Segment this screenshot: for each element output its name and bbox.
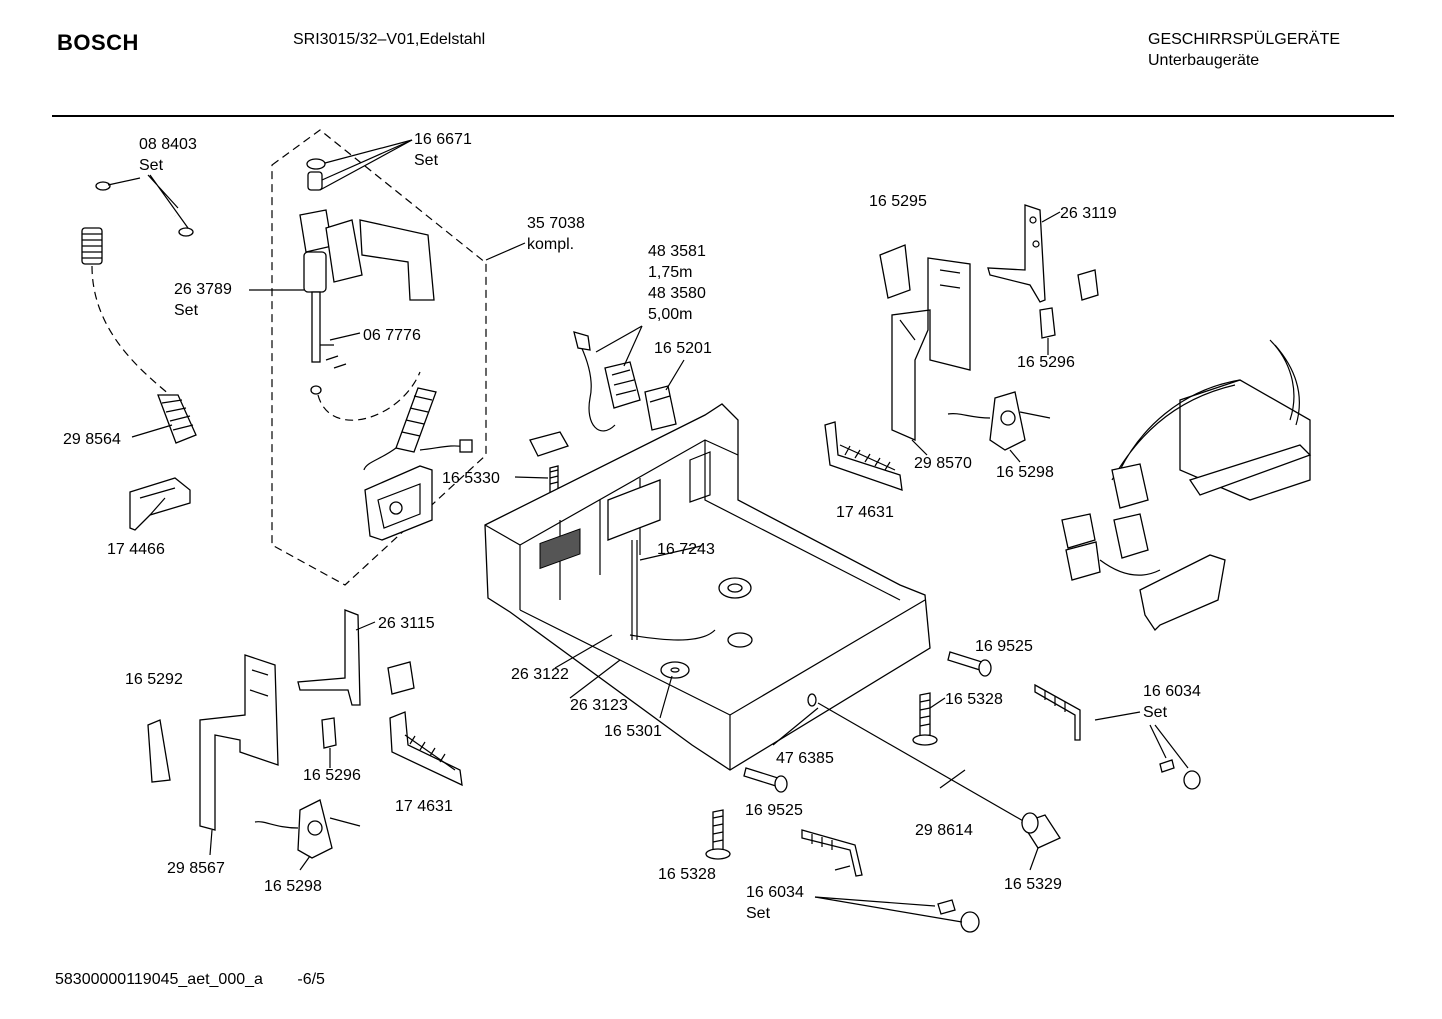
part-label-483580-length: 5,00m <box>648 306 692 323</box>
header-divider <box>52 115 1394 117</box>
wiring-harness-part[interactable] <box>1061 339 1312 632</box>
part-label-088403-set: Set <box>139 157 164 174</box>
adjuster-set-part[interactable] <box>801 829 980 933</box>
part-label-165328-right: 16 5328 <box>945 691 1003 708</box>
part-label-165298-top: 16 5298 <box>996 464 1054 481</box>
aquastop-housing-part[interactable] <box>364 465 433 541</box>
valve-assembly-part[interactable] <box>299 158 435 395</box>
sensor-part[interactable] <box>644 359 685 431</box>
part-label-298567: 29 8567 <box>167 860 225 877</box>
bolt-part[interactable] <box>743 767 788 793</box>
part-label-298570: 29 8570 <box>914 455 972 472</box>
bracket-part[interactable] <box>129 477 191 531</box>
part-label-298614: 29 8614 <box>915 822 973 839</box>
part-label-174631-bottom: 17 4631 <box>395 798 453 815</box>
part-label-165298-bottom: 16 5298 <box>264 878 322 895</box>
latch-bracket-part[interactable] <box>297 609 415 768</box>
part-label-166034-bottom-set: Set <box>746 905 771 922</box>
part-label-174631-top: 17 4631 <box>836 504 894 521</box>
adjuster-set-part[interactable] <box>1034 683 1201 790</box>
leveling-foot-part[interactable] <box>705 809 731 860</box>
part-label-165296-bottom: 16 5296 <box>303 767 361 784</box>
part-label-166034-right-set: Set <box>1143 704 1168 721</box>
part-label-263115: 26 3115 <box>378 615 435 632</box>
part-label-476385: 47 6385 <box>776 750 834 767</box>
part-label-165292: 16 5292 <box>125 671 183 688</box>
bolt-part[interactable] <box>947 651 992 677</box>
spring-bracket-part[interactable] <box>824 421 903 491</box>
brand-logo: BOSCH <box>57 30 139 55</box>
part-label-483581: 48 3581 <box>648 243 706 260</box>
part-label-169525-right: 16 9525 <box>975 638 1033 655</box>
model-number: SRI3015/32–V01,Edelstahl <box>293 31 486 48</box>
part-label-165201: 16 5201 <box>654 340 712 357</box>
part-label-357038-kompl: kompl. <box>527 236 574 253</box>
assembly-boundary <box>271 129 487 586</box>
part-label-263119: 26 3119 <box>1060 205 1117 222</box>
part-label-263122: 26 3122 <box>511 666 569 683</box>
part-label-174466: 17 4466 <box>107 541 165 558</box>
part-label-165296-top: 16 5296 <box>1017 354 1075 371</box>
micro-switch-part[interactable] <box>254 799 361 871</box>
part-label-263789: 26 3789 <box>174 281 232 298</box>
part-label-169525-bottom: 16 9525 <box>745 802 803 819</box>
end-cap-part[interactable] <box>1021 812 1061 871</box>
part-label-166034-bottom: 16 6034 <box>746 884 804 901</box>
hose-segment-part[interactable] <box>95 174 194 237</box>
part-label-067776: 06 7776 <box>363 327 421 344</box>
rod-part[interactable] <box>772 702 1026 823</box>
micro-switch-part[interactable] <box>947 391 1051 463</box>
part-label-165330: 16 5330 <box>442 470 500 487</box>
part-label-166671-set: Set <box>414 152 439 169</box>
category-subtitle: Unterbaugeräte <box>1148 52 1260 69</box>
inlet-hose-part[interactable] <box>363 387 473 471</box>
category-title: GESCHIRRSPÜLGERÄTE <box>1148 31 1341 48</box>
part-label-166034-right: 16 6034 <box>1143 683 1201 700</box>
part-label-165301: 16 5301 <box>604 723 662 740</box>
spring-bracket-part[interactable] <box>389 711 463 787</box>
latch-bracket-part[interactable] <box>987 204 1099 355</box>
part-label-298564: 29 8564 <box>63 431 121 448</box>
cable-harness-part[interactable] <box>573 325 643 432</box>
footer: 58300000119045_aet_000_a -6/5 <box>55 971 325 989</box>
part-label-167243: 16 7243 <box>657 541 715 558</box>
corrugated-hose-part[interactable] <box>81 227 197 444</box>
base-tray-part[interactable] <box>484 403 931 771</box>
part-label-357038: 35 7038 <box>527 215 585 232</box>
part-label-263123: 26 3123 <box>570 697 628 714</box>
part-label-166671: 16 6671 <box>414 131 472 148</box>
part-label-088403: 08 8403 <box>139 136 197 153</box>
part-label-263789-set: Set <box>174 302 199 319</box>
document-id: 58300000119045_aet_000_a <box>55 971 263 988</box>
part-label-165328-bottom: 16 5328 <box>658 866 716 883</box>
lock-bracket-part[interactable] <box>147 654 279 856</box>
part-label-483581-length: 1,75m <box>648 264 692 281</box>
leveling-foot-part[interactable] <box>912 692 946 746</box>
lock-bracket-part[interactable] <box>879 244 971 456</box>
part-label-165295: 16 5295 <box>869 193 927 210</box>
page-number: -6/5 <box>297 971 325 988</box>
part-label-483580: 48 3580 <box>648 285 706 302</box>
part-label-165329: 16 5329 <box>1004 876 1062 893</box>
